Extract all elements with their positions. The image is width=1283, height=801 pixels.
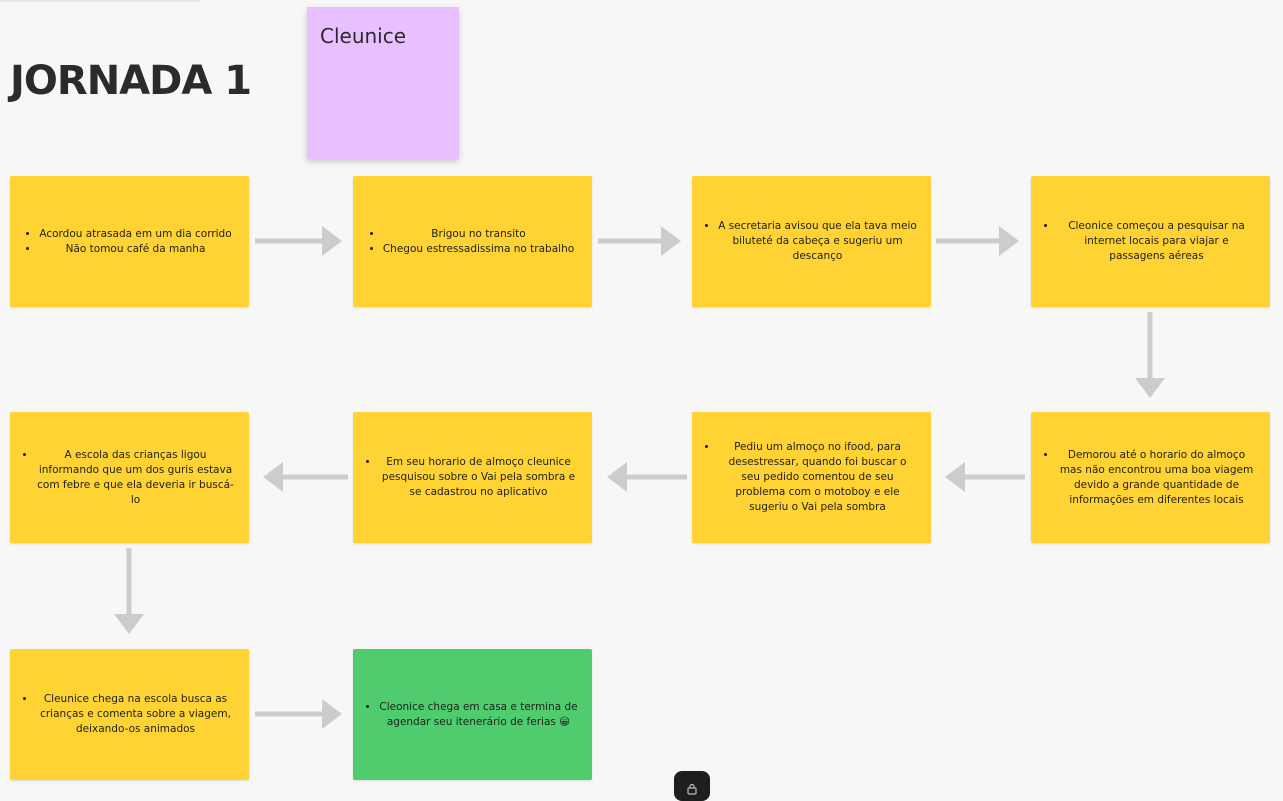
- bottom-toolbar[interactable]: [674, 771, 710, 801]
- note-1-item-1: Acordou atrasada em um dia corrido: [39, 227, 231, 242]
- sticky-note-1[interactable]: Acordou atrasada em um dia corrido Não t…: [10, 176, 249, 307]
- persona-name: Cleunice: [320, 24, 407, 48]
- persona-sticky-note[interactable]: Cleunice: [307, 7, 459, 159]
- note-2-item-2: Chegou estressadissima no trabalho: [383, 242, 574, 257]
- sticky-note-8[interactable]: A escola das crianças ligou informando q…: [10, 412, 249, 543]
- note-9-item-1: Cleunice chega na escola busca as crianç…: [36, 692, 235, 737]
- note-8-item-1: A escola das crianças ligou informando q…: [36, 448, 235, 508]
- top-strip: [0, 0, 200, 2]
- note-10-item-1: Cleonice chega em casa e termina de agen…: [379, 700, 578, 730]
- sticky-note-9[interactable]: Cleunice chega na escola busca as crianç…: [10, 649, 249, 780]
- note-3-item-1: A secretaria avisou que ela tava meio bi…: [718, 219, 917, 264]
- sticky-note-7[interactable]: Em seu horario de almoço cleunice pesqui…: [353, 412, 592, 543]
- sticky-note-10[interactable]: Cleonice chega em casa e termina de agen…: [353, 649, 592, 780]
- sticky-note-4[interactable]: Cleonice começou a pesquisar na internet…: [1031, 176, 1270, 307]
- sticky-note-6[interactable]: Pediu um almoço no ifood, para desestres…: [692, 412, 931, 543]
- board-title: JORNADA 1: [10, 58, 252, 104]
- note-2-item-1: Brigou no transito: [383, 227, 574, 242]
- sticky-note-5[interactable]: Demorou até o horario do almoço mas não …: [1031, 412, 1270, 543]
- note-6-item-1: Pediu um almoço no ifood, para desestres…: [718, 440, 917, 515]
- note-4-item-1: Cleonice começou a pesquisar na internet…: [1057, 219, 1256, 264]
- note-1-item-2: Não tomou café da manha: [39, 242, 231, 257]
- sticky-note-2[interactable]: Brigou no transito Chegou estressadissim…: [353, 176, 592, 307]
- note-7-item-1: Em seu horario de almoço cleunice pesqui…: [379, 455, 578, 500]
- sticky-note-3[interactable]: A secretaria avisou que ela tava meio bi…: [692, 176, 931, 307]
- note-5-item-1: Demorou até o horario do almoço mas não …: [1057, 448, 1256, 508]
- lock-icon: [687, 783, 697, 795]
